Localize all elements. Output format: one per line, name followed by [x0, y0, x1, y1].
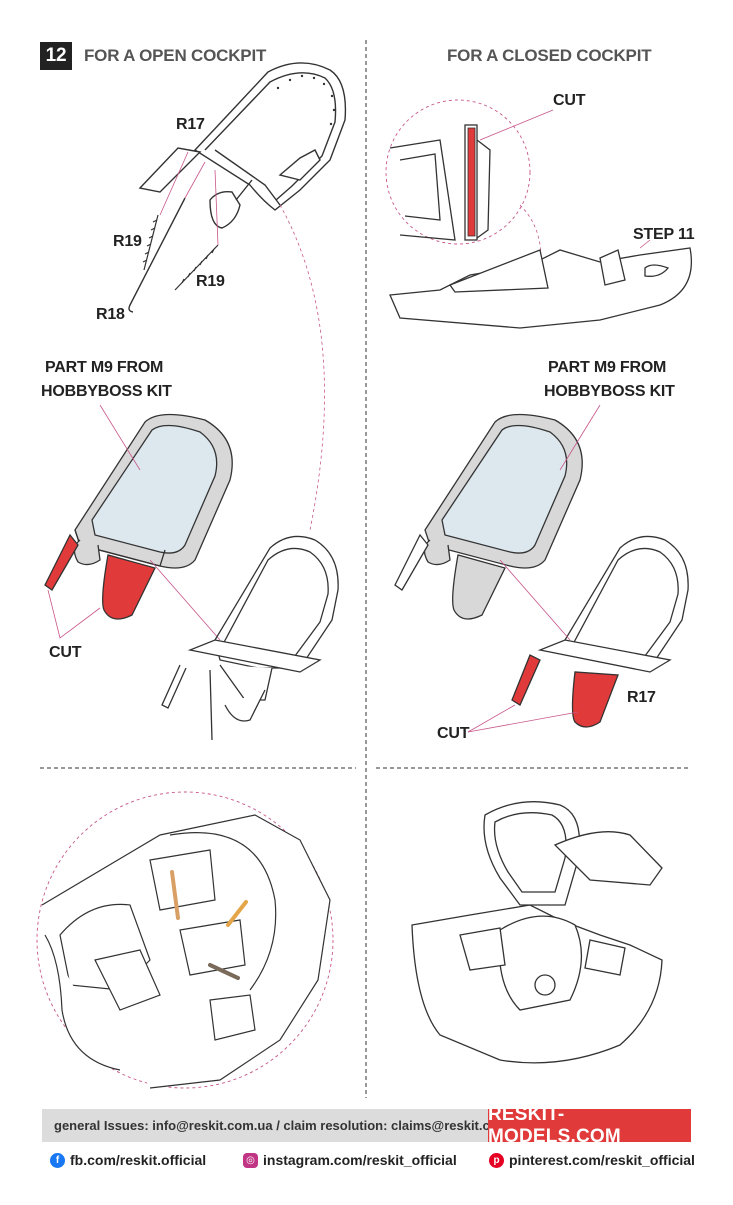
detail-magnifier-circle: [385, 99, 531, 245]
label-step11: STEP 11: [633, 226, 695, 243]
spring-r19-left: [142, 214, 159, 271]
frame-mid-left: [161, 535, 339, 741]
pinterest-icon: p: [489, 1152, 504, 1168]
label-r19-right: R19: [196, 273, 225, 290]
closed-cockpit-detail: [389, 124, 491, 241]
interior-detail-circle: [36, 791, 334, 1089]
rod-r18: [128, 197, 186, 313]
magnifier-connector: [519, 204, 542, 271]
instagram-link-text: instagram.com/reskit_official: [263, 1152, 457, 1168]
interior-detail: [41, 814, 331, 1089]
label-part-right-line2: HOBBYBOSS KIT: [544, 383, 675, 400]
canopy-m9-right: [394, 413, 583, 620]
installed-springs: [170, 870, 248, 980]
label-cut-top: CUT: [553, 92, 586, 109]
step-number-badge: 12: [40, 42, 72, 70]
facebook-icon: f: [50, 1152, 65, 1168]
footer-contacts: general Issues: info@reskit.com.ua / cla…: [42, 1109, 528, 1142]
part-leader-left: [47, 404, 221, 641]
header-open-cockpit: FOR A OPEN COCKPIT: [84, 46, 267, 65]
instagram-icon: ◎: [243, 1152, 258, 1168]
fuselage-closed: [389, 247, 692, 329]
header-closed-cockpit: FOR A CLOSED COCKPIT: [447, 46, 652, 65]
guide-lines-top-left: [159, 151, 325, 531]
label-cut-right: CUT: [437, 725, 470, 742]
part-leader-right: [467, 404, 601, 733]
label-part-left-line1: PART M9 FROM: [45, 359, 164, 376]
label-part-right-line1: PART M9 FROM: [548, 359, 667, 376]
assembled-cockpit: [411, 801, 663, 1064]
brand-link[interactable]: RESKIT-MODELS.COM: [488, 1104, 691, 1147]
canopy-m9-left: [44, 413, 233, 620]
label-cut-left: CUT: [49, 644, 82, 661]
label-r19-left: R19: [113, 233, 142, 250]
label-part-left-line2: HOBBYBOSS KIT: [41, 383, 172, 400]
frame-rivets: [276, 74, 336, 126]
cut-leader-top: [479, 109, 554, 141]
pinterest-link-text: pinterest.com/reskit_official: [509, 1152, 695, 1168]
facebook-link[interactable]: f fb.com/reskit.official: [50, 1150, 206, 1170]
pinterest-link[interactable]: p pinterest.com/reskit_official: [489, 1150, 695, 1170]
spring-r19-right: [174, 244, 219, 291]
frame-mid-right: [511, 535, 689, 728]
step11-leader: [639, 239, 651, 249]
label-r18: R18: [96, 306, 125, 323]
facebook-link-text: fb.com/reskit.official: [70, 1152, 207, 1168]
instagram-link[interactable]: ◎ instagram.com/reskit_official: [243, 1150, 457, 1170]
label-r17-top: R17: [176, 116, 205, 133]
label-r17-right: R17: [627, 689, 656, 706]
pe-frame-assembly: [138, 62, 347, 229]
